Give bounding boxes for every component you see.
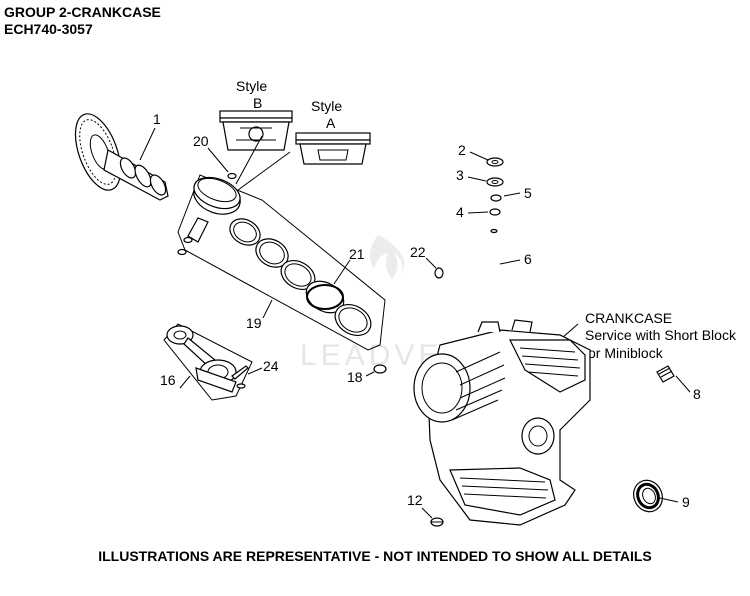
breather-hardware[interactable]: 2 3 5 4: [456, 142, 532, 220]
piston-style-b[interactable]: Style B: [219, 78, 293, 151]
oil-seal-9[interactable]: 9: [629, 476, 690, 517]
callout-2: 2: [458, 142, 466, 158]
callout-9: 9: [682, 494, 690, 510]
callout-1: 1: [153, 111, 161, 127]
style-b-letter: B: [253, 95, 262, 111]
diagram-footer: ILLUSTRATIONS ARE REPRESENTATIVE - NOT I…: [98, 548, 652, 564]
callout-8: 8: [693, 386, 701, 402]
crankcase-line2: or Miniblock: [588, 345, 664, 361]
callout-3: 3: [456, 167, 464, 183]
style-a-word: Style: [311, 98, 342, 114]
style-b-word: Style: [236, 78, 267, 94]
callout-19: 19: [246, 315, 262, 331]
callout-18: 18: [347, 369, 363, 385]
piston-assembly-20[interactable]: 20: [177, 133, 386, 351]
model-number: ECH740-3057: [4, 21, 93, 37]
piston-style-a[interactable]: Style A: [295, 98, 371, 165]
callout-20: 20: [193, 133, 209, 149]
plug-22[interactable]: 22: [410, 244, 444, 279]
callout-24: 24: [263, 358, 279, 374]
plug-12[interactable]: 12: [407, 492, 444, 527]
crankcase-part[interactable]: CRANKCASE Service with Short Block or Mi…: [413, 310, 737, 526]
plug-8[interactable]: 8: [656, 365, 701, 402]
callout-4: 4: [456, 204, 464, 220]
crankcase-title: CRANKCASE: [585, 310, 672, 326]
connecting-rod-16[interactable]: 16: [160, 323, 253, 401]
style-a-letter: A: [326, 115, 336, 131]
piston-rings[interactable]: 21 19: [225, 214, 376, 342]
camshaft-part[interactable]: 1: [66, 108, 169, 201]
group-title: GROUP 2-CRANKCASE: [4, 4, 161, 20]
callout-5: 5: [524, 185, 532, 201]
plug-18[interactable]: 18: [347, 364, 387, 385]
rod-bolt-24[interactable]: 24: [231, 358, 279, 389]
callout-22: 22: [410, 244, 426, 260]
callout-6: 6: [524, 251, 532, 267]
diagram-header: GROUP 2-CRANKCASE ECH740-3057: [4, 4, 161, 38]
breather-tube-6[interactable]: 6: [490, 228, 532, 308]
callout-21: 21: [349, 246, 365, 262]
crankcase-line1: Service with Short Block: [585, 327, 737, 343]
callout-16: 16: [160, 372, 176, 388]
callout-12: 12: [407, 492, 423, 508]
